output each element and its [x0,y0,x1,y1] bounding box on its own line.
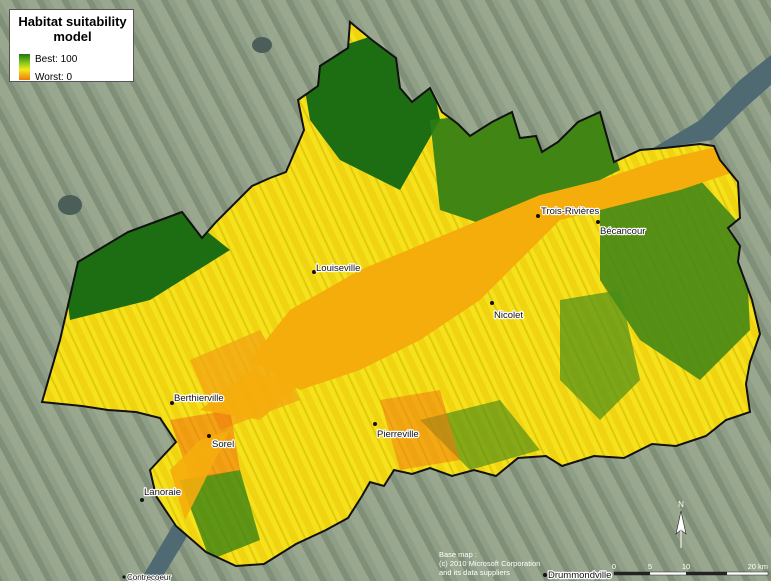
north-arrow: N [675,500,687,548]
city-label: Contrecoeur [127,573,171,581]
city-label: Sorel [212,439,234,450]
legend-color-ramp [19,54,30,80]
legend-title-line-1: Habitat suitability [18,14,127,29]
city-label: Bécancour [600,226,645,237]
city-label: Louiseville [316,263,360,274]
city-pierreville[interactable]: Pierreville [373,422,420,441]
city-label: Drummondville [548,570,611,581]
city-label: Trois-Rivières [541,206,599,217]
city-contrecoeur[interactable]: Contrecoeur [122,572,172,581]
city-label: Berthierville [174,393,224,404]
city-sorel[interactable]: Sorel [207,434,235,451]
legend-title: Habitat suitability model [10,14,135,44]
lake-north [252,37,272,53]
credit-line-3: and its data suppliers [439,568,510,577]
credit-line-2: (c) 2010 Microsoft Corporation [439,559,540,568]
legend-best-label: Best: 100 [35,54,78,65]
city-drummondville[interactable]: Drummondville [543,569,613,581]
city-trois-rivieres[interactable]: Trois-Rivières [536,205,601,218]
region-boundary [40,20,762,568]
scale-bar: 0 5 10 20 km [612,562,769,576]
city-louiseville[interactable]: Louiseville [312,262,362,275]
legend-worst-label: Worst: 0 [35,72,73,83]
scale-tick: 0 [612,562,616,571]
city-lanoraie[interactable]: Lanoraie [140,486,182,502]
city-nicolet[interactable]: Nicolet [490,301,525,322]
river-outside-ne [650,55,771,150]
city-berthierville[interactable]: Berthierville [170,392,225,405]
scale-tick: 20 km [748,562,768,571]
scale-tick: 10 [682,562,690,571]
city-label: Lanoraie [144,487,181,498]
legend-title-line-2: model [53,29,92,44]
lake-west [58,195,82,215]
scale-tick: 5 [648,562,652,571]
legend: Habitat suitability model Best: 100 Wors… [9,9,135,83]
city-becancour[interactable]: Bécancour [596,220,647,238]
city-label: Pierreville [377,429,419,440]
north-label: N [678,500,684,509]
credit-line-1: Base map : [439,550,477,559]
map-credit: Base map : (c) 2010 Microsoft Corporatio… [439,550,540,577]
city-label: Nicolet [494,310,523,321]
